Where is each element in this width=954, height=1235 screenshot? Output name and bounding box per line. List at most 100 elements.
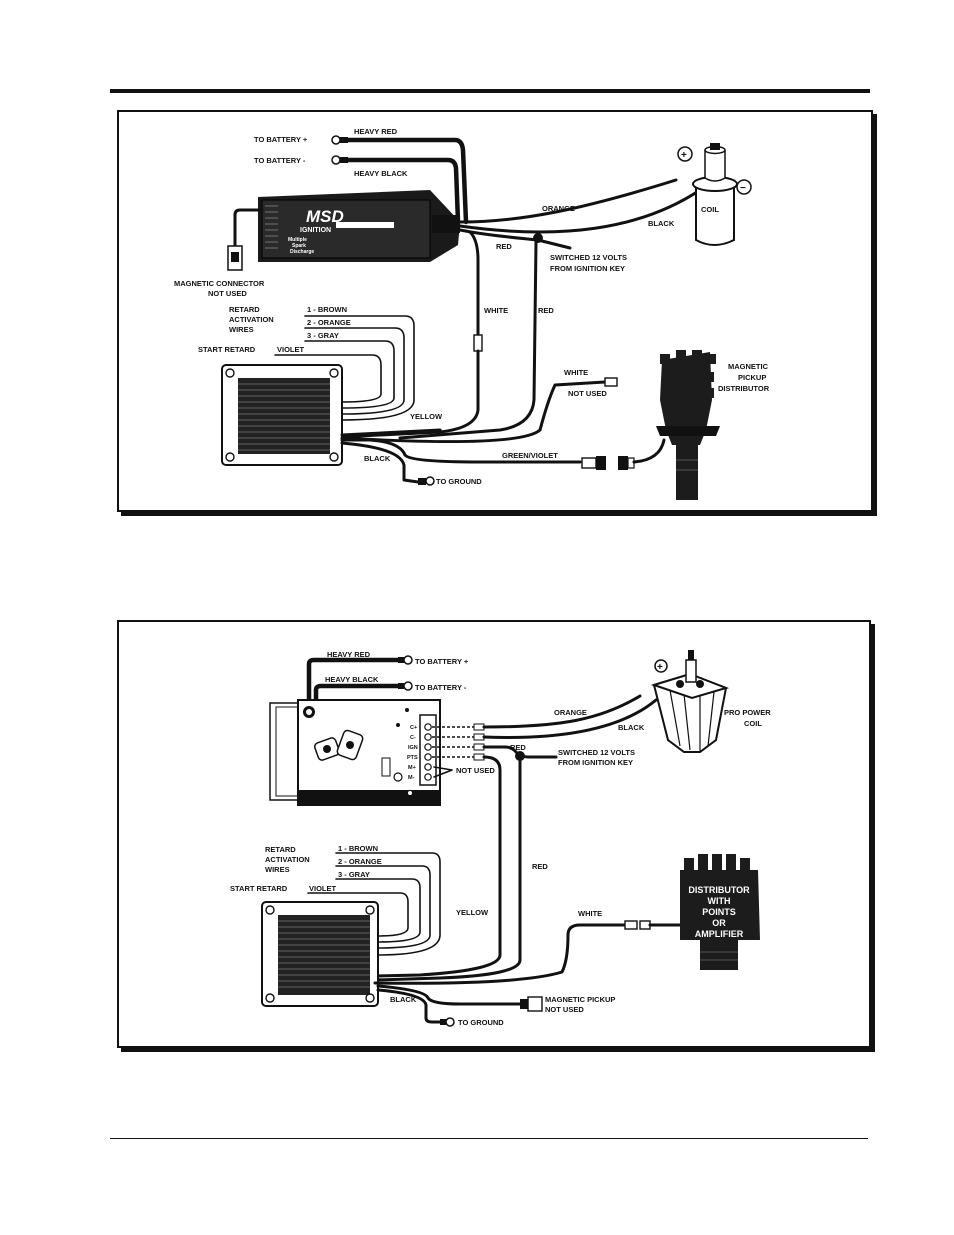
label-brown: 1 - BROWN — [307, 305, 347, 314]
label-to-battery-pos: TO BATTERY + — [254, 135, 308, 144]
label-red-top: RED — [496, 242, 512, 251]
magnetic-pickup-wire — [376, 984, 522, 1006]
label-dist-distributor: DISTRIBUTOR — [718, 384, 770, 393]
heavy-red-wire — [345, 137, 469, 225]
label-retard: RETARD — [229, 305, 260, 314]
label-black-coil: BLACK — [648, 219, 675, 228]
term-m-plus: M+ — [408, 765, 416, 771]
msd-sub-discharge: Discharge — [290, 249, 314, 255]
violet-wire — [274, 354, 382, 403]
yellow-wire — [340, 428, 442, 437]
label-magnetic-connector-not-used: NOT USED — [208, 289, 247, 298]
label-magnetic-connector: MAGNETIC CONNECTOR — [174, 279, 265, 288]
term-pts: PTS — [407, 755, 418, 761]
label-retard-2: RETARD — [265, 845, 296, 854]
spade-terminals — [473, 723, 485, 761]
orange-retard-wire-2 — [335, 865, 431, 949]
label-red-vertical-2: RED — [532, 862, 548, 871]
label-heavy-red: HEAVY RED — [354, 127, 398, 136]
label-from-ignition-key: FROM IGNITION KEY — [550, 264, 625, 273]
white-wire — [468, 230, 480, 337]
gray-wire — [304, 340, 395, 409]
label-coil-2: COIL — [744, 719, 762, 728]
label-black-coil-2: BLACK — [618, 723, 645, 732]
label-magnetic-pickup: MAGNETIC PICKUP — [545, 995, 615, 1004]
label-to-ground-2: TO GROUND — [458, 1018, 504, 1027]
coil-plus-sign-2: + — [657, 662, 663, 673]
label-green-violet: GREEN/VIOLET — [502, 451, 558, 460]
label-not-used: NOT USED — [568, 389, 607, 398]
heavy-black-wire-2 — [313, 683, 401, 715]
heavy-red-wire-2 — [306, 657, 401, 713]
coil-minus-icon — [736, 179, 752, 195]
white-wire-connector — [473, 334, 483, 352]
heavy-black-wire — [345, 157, 461, 225]
label-orange-retard-2: 2 - ORANGE — [338, 857, 382, 866]
label-gray: 3 - GRAY — [307, 331, 339, 340]
label-wires-2: WIRES — [265, 865, 290, 874]
label-not-used-2: NOT USED — [456, 766, 495, 775]
coil-plus-icon-2 — [654, 659, 668, 673]
black-coil-wire-2 — [482, 698, 658, 739]
label-to-battery-neg-2: TO BATTERY - — [415, 683, 467, 692]
white-lower-wire — [338, 349, 480, 439]
term-m-minus: M- — [408, 775, 415, 781]
ignition-box-2 — [269, 699, 441, 806]
ground-ring-terminal-2 — [440, 1017, 455, 1027]
retard-control-box-2 — [261, 901, 379, 1007]
msd-ignition-box: MSD IGNITION Multiple Spark Discharge — [258, 190, 460, 262]
battery-positive-ring-terminal — [331, 135, 348, 145]
label-start-retard-2: START RETARD — [230, 884, 288, 893]
label-red-vertical: RED — [538, 306, 554, 315]
label-orange-retard: 2 - ORANGE — [307, 318, 351, 327]
label-dist-distributor-2: DISTRIBUTOR — [688, 885, 750, 895]
black-ground-wire-2 — [376, 988, 442, 1024]
label-from-ignition-key-2: FROM IGNITION KEY — [558, 758, 633, 767]
magnetic-connector-wire — [233, 208, 264, 248]
label-heavy-black: HEAVY BLACK — [354, 169, 408, 178]
black-coil-wire — [458, 188, 702, 234]
msd-ignition-text: IGNITION — [300, 227, 331, 234]
label-brown-2: 1 - BROWN — [338, 844, 378, 853]
magnetic-connector — [227, 245, 243, 271]
term-c-plus: C+ — [410, 725, 417, 731]
white-wire-2 — [373, 923, 627, 985]
coil-plus-sign: + — [681, 150, 687, 161]
label-violet-2: VIOLET — [309, 884, 337, 893]
green-violet-connector — [581, 456, 635, 470]
coil-plus-icon — [677, 146, 693, 162]
battery-positive-ring-terminal-2 — [398, 655, 413, 665]
msd-logo: MSD — [306, 207, 344, 226]
splice-dot — [533, 233, 543, 243]
label-dist-or: OR — [712, 918, 726, 928]
label-yellow-2: YELLOW — [456, 908, 489, 917]
top-rule — [110, 89, 870, 93]
label-dist-with: WITH — [708, 896, 731, 906]
orange-wire-2 — [482, 694, 642, 729]
coil — [677, 143, 752, 246]
pro-power-coil — [650, 650, 730, 753]
gray-wire-2 — [335, 878, 421, 943]
white-dist-wire — [340, 380, 607, 444]
magnetic-pickup-distributor — [656, 350, 720, 500]
yellow-wire-2 — [373, 755, 502, 978]
brown-wire — [304, 315, 415, 421]
label-switched-12v: SWITCHED 12 VOLTS — [550, 253, 627, 262]
label-dist-points: POINTS — [702, 907, 736, 917]
label-heavy-black-2: HEAVY BLACK — [325, 675, 379, 684]
msd-sub-multiple: Multiple — [288, 237, 307, 243]
label-switched-12v-2: SWITCHED 12 VOLTS — [558, 748, 635, 757]
red-vertical-wire — [398, 240, 538, 440]
white-not-used-terminal — [604, 377, 618, 387]
battery-negative-ring-terminal — [331, 155, 348, 165]
term-ign: IGN — [408, 745, 418, 751]
msd-sub-spark: Spark — [292, 243, 306, 249]
violet-wire-2 — [307, 892, 409, 937]
label-start-retard: START RETARD — [198, 345, 256, 354]
term-c-minus: C- — [410, 735, 416, 741]
label-to-ground: TO GROUND — [436, 477, 482, 486]
retard-control-box-1 — [221, 364, 343, 466]
bottom-rule — [110, 1138, 868, 1139]
label-violet: VIOLET — [277, 345, 305, 354]
coil-minus-sign: − — [740, 183, 746, 194]
